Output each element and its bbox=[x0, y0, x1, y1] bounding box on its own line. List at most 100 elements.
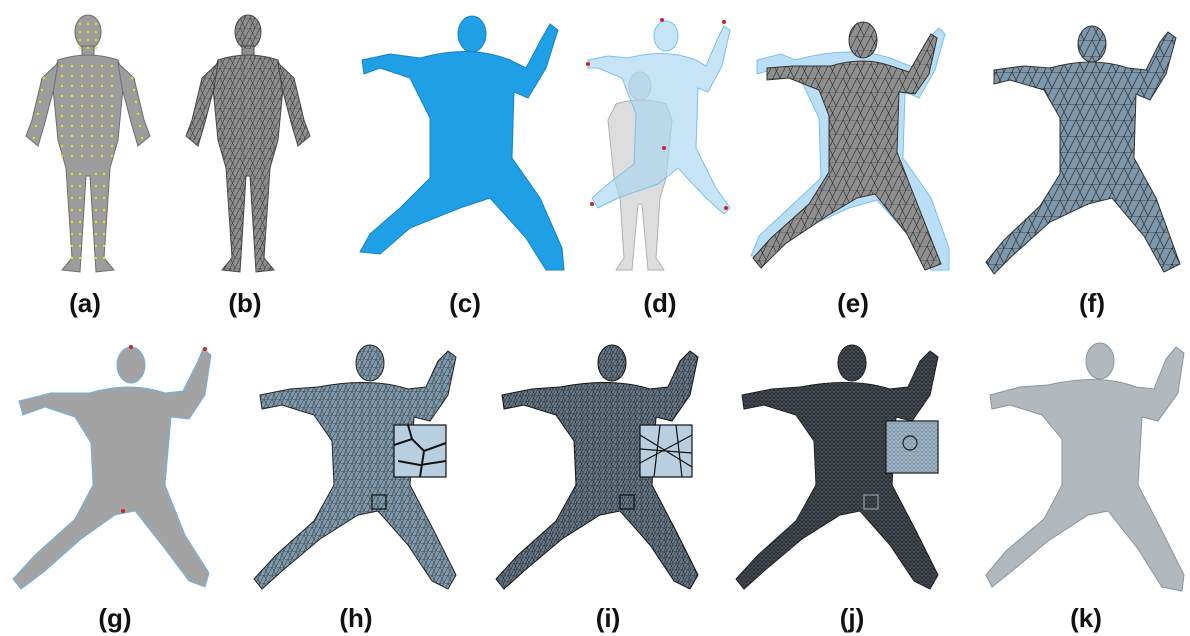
marker-dot bbox=[79, 209, 81, 211]
marker-dot bbox=[79, 221, 81, 223]
marker-dot bbox=[33, 137, 35, 139]
marker-dot bbox=[81, 65, 83, 67]
marker-dot bbox=[101, 85, 103, 87]
marker-dot bbox=[111, 155, 113, 157]
zoom-inset-j bbox=[886, 421, 938, 473]
marker-dot bbox=[91, 145, 93, 147]
marker-dot bbox=[95, 47, 97, 49]
marker-dot bbox=[71, 155, 73, 157]
marker-dot bbox=[101, 115, 103, 117]
marker-dot bbox=[79, 233, 81, 235]
marker-dot bbox=[91, 105, 93, 107]
marker-dot bbox=[81, 95, 83, 97]
caption-i: (i) bbox=[568, 603, 648, 633]
marker-dot bbox=[95, 221, 97, 223]
marker-dot bbox=[61, 155, 63, 157]
zoom-inset-i bbox=[640, 425, 692, 477]
marker-dot bbox=[71, 197, 73, 199]
marker-dot bbox=[43, 77, 45, 79]
figure-j-dense-mesh-dark bbox=[730, 335, 950, 595]
marker-dot bbox=[71, 185, 73, 187]
marker-dot bbox=[79, 47, 81, 49]
marker-dot bbox=[61, 95, 63, 97]
marker-dot bbox=[103, 233, 105, 235]
marker-dot bbox=[95, 31, 97, 33]
marker-dot bbox=[91, 115, 93, 117]
marker-dot bbox=[101, 65, 103, 67]
marker-dot bbox=[71, 65, 73, 67]
marker-dot bbox=[141, 137, 143, 139]
marker-dot bbox=[111, 75, 113, 77]
marker-dot bbox=[71, 145, 73, 147]
marker-dot bbox=[81, 125, 83, 127]
marker-dot bbox=[61, 125, 63, 127]
marker-dot bbox=[81, 145, 83, 147]
marker-dot bbox=[101, 125, 103, 127]
marker-dot bbox=[79, 173, 81, 175]
figure-c-blue-clothed-pose bbox=[350, 8, 580, 278]
marker-dot bbox=[71, 221, 73, 223]
marker-dot bbox=[61, 85, 63, 87]
marker-dot bbox=[71, 115, 73, 117]
marker-dot bbox=[37, 113, 39, 115]
figure-i-dense-mesh-medium bbox=[490, 335, 710, 595]
panel-h: (h) bbox=[248, 335, 468, 595]
figure-k-gray-clothed-pose bbox=[978, 335, 1188, 595]
marker-dot bbox=[135, 101, 137, 103]
marker-dot bbox=[95, 173, 97, 175]
marker-dot bbox=[87, 31, 89, 33]
marker-dot bbox=[95, 209, 97, 211]
marker-dot bbox=[95, 257, 97, 259]
marker-dot bbox=[71, 233, 73, 235]
marker-dot bbox=[91, 125, 93, 127]
marker-dot bbox=[95, 23, 97, 25]
panel-g: (g) bbox=[5, 335, 230, 595]
marker-dot bbox=[101, 105, 103, 107]
caption-k: (k) bbox=[1046, 603, 1126, 633]
marker-dot bbox=[91, 155, 93, 157]
marker-dot bbox=[61, 75, 63, 77]
figure-g-gray-muscular-body bbox=[5, 335, 230, 595]
marker-dot bbox=[71, 257, 73, 259]
marker-dot bbox=[95, 197, 97, 199]
panel-b: (b) bbox=[170, 8, 320, 278]
marker-dot bbox=[101, 135, 103, 137]
marker-dot bbox=[39, 101, 41, 103]
caption-e: (e) bbox=[813, 288, 893, 318]
figure-d-overlay-translucent bbox=[578, 8, 738, 278]
caption-a: (a) bbox=[45, 288, 125, 318]
caption-b: (b) bbox=[205, 288, 285, 318]
panel-a: (a) bbox=[10, 8, 160, 278]
panel-i: (i) bbox=[490, 335, 710, 595]
panel-c: (c) bbox=[350, 8, 580, 278]
marker-dot bbox=[79, 197, 81, 199]
marker-dot bbox=[91, 75, 93, 77]
marker-dot bbox=[79, 31, 81, 33]
figure-a-standing-body-with-markers bbox=[10, 8, 160, 278]
marker-dot bbox=[103, 257, 105, 259]
marker-dot bbox=[71, 95, 73, 97]
figure-e-mesh-over-blue bbox=[745, 8, 955, 278]
marker-dot bbox=[87, 23, 89, 25]
marker-dot bbox=[61, 145, 63, 147]
marker-dot bbox=[111, 135, 113, 137]
marker-dot bbox=[111, 145, 113, 147]
marker-dot bbox=[95, 233, 97, 235]
marker-dot bbox=[133, 89, 135, 91]
marker-dot bbox=[61, 135, 63, 137]
marker-dot bbox=[131, 77, 133, 79]
marker-dot bbox=[71, 209, 73, 211]
caption-c: (c) bbox=[425, 288, 505, 318]
marker-dot bbox=[79, 245, 81, 247]
marker-dot bbox=[79, 185, 81, 187]
marker-dot bbox=[71, 135, 73, 137]
panel-e: (e) bbox=[745, 8, 955, 278]
marker-dot bbox=[71, 105, 73, 107]
marker-dot bbox=[79, 257, 81, 259]
marker-dot bbox=[139, 125, 141, 127]
panel-f: (f) bbox=[980, 8, 1185, 278]
marker-dot bbox=[81, 115, 83, 117]
marker-dot bbox=[35, 125, 37, 127]
marker-dot bbox=[87, 39, 89, 41]
marker-dot bbox=[111, 85, 113, 87]
